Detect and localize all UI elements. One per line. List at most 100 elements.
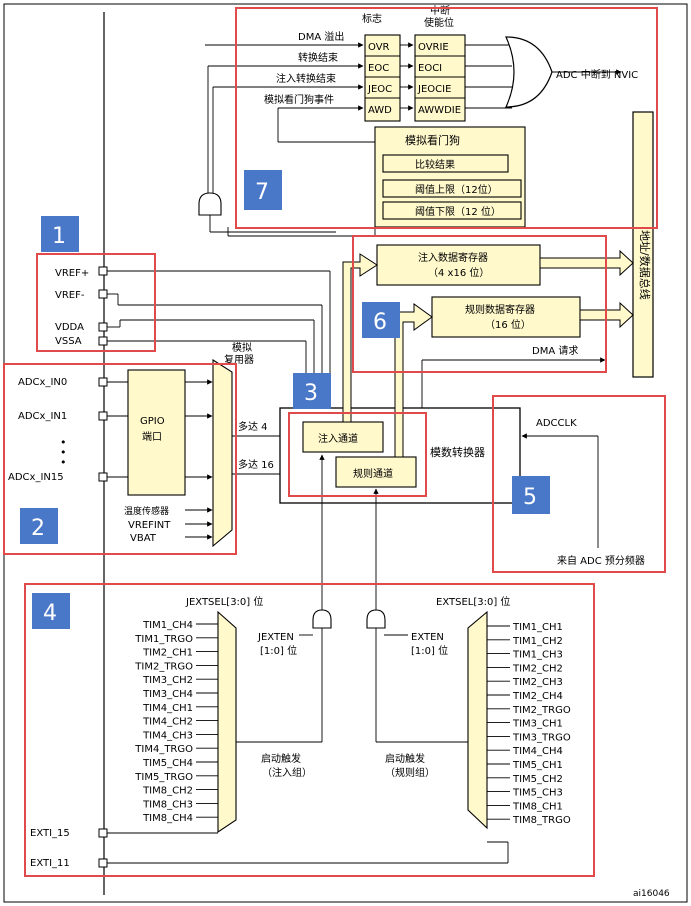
svg-text:•: • <box>60 446 67 459</box>
svg-text:[1:0] 位: [1:0] 位 <box>260 644 297 657</box>
mux-out-reg-label: 多达 16 <box>238 458 274 471</box>
reference-pin-section: VREF+ VREF- VDDA VSSA <box>55 266 331 410</box>
figure-id: ai16046 <box>633 889 670 899</box>
regular-source-6: TIM2_TRGO <box>512 705 571 716</box>
adc-converter-label: 模数转换器 <box>430 445 485 459</box>
dma-request-label: DMA 请求 <box>532 344 578 357</box>
injected-source-0: TIM1_CH4 <box>142 620 193 631</box>
injected-source-11: TIM5_TRGO <box>134 772 193 783</box>
pin-in1: ADCx_IN1 <box>18 411 67 422</box>
adc-prescaler-label: 来自 ADC 预分频器 <box>557 554 645 567</box>
gpio-port-box <box>127 369 186 496</box>
injected-source-10: TIM5_CH4 <box>142 758 193 769</box>
vrefint-label: VREFINT <box>128 520 171 531</box>
data-register-section: 注入数据寄存器 （4 x16 位） 规则数据寄存器 （16 位） DMA 请求 <box>342 244 634 458</box>
section-5-number: 5 <box>523 485 537 510</box>
svg-text:•: • <box>60 436 67 449</box>
mux-label-1: 模拟 <box>232 341 252 354</box>
injected-channel-box <box>302 421 384 453</box>
vbat-label: VBAT <box>130 533 157 544</box>
section-7-number: 7 <box>255 180 269 205</box>
int-enable-register <box>414 34 466 122</box>
section-2-box <box>3 363 237 555</box>
regular-source-11: TIM5_CH2 <box>512 774 563 785</box>
svg-text:（16 位）: （16 位） <box>485 318 531 331</box>
adcclk-label: ADCCLK <box>536 418 577 429</box>
clock-section: ADCCLK 来自 ADC 预分频器 <box>521 418 645 567</box>
pin-in0: ADCx_IN0 <box>18 377 67 388</box>
injected-source-1: TIM1_TRGO <box>134 634 193 645</box>
inj-trigger-label: 启动触发 <box>261 752 301 765</box>
awd-compare-result <box>382 154 509 173</box>
regular-data-register <box>431 296 581 338</box>
regular-trigger-list: TIM1_CH1TIM1_CH2TIM1_CH3TIM2_CH2TIM2_CH3… <box>487 622 571 826</box>
section-4-number: 4 <box>43 601 57 626</box>
interrupt-flag-section: 标志 中断 使能位 OVR EOC JEOC AWD OVRIE EOCI JE… <box>198 4 638 237</box>
injected-and-gate-icon <box>312 609 332 629</box>
awd-low-threshold <box>382 201 522 220</box>
awd-title: 模拟看门狗 <box>405 133 460 147</box>
regular-source-1: TIM1_CH2 <box>512 636 563 647</box>
regular-source-9: TIM4_CH4 <box>512 746 563 757</box>
section-2-number: 2 <box>31 516 45 541</box>
exten-label: EXTEN <box>411 632 444 643</box>
injected-source-4: TIM3_CH2 <box>142 675 193 686</box>
flag-jeoc: JEOC <box>367 84 392 95</box>
pin-in15: ADCx_IN15 <box>8 472 64 483</box>
svg-text:规则数据寄存器: 规则数据寄存器 <box>465 303 535 316</box>
injected-data-register <box>376 244 541 286</box>
svg-text:阈值上限（12位）: 阈值上限（12位） <box>415 183 498 196</box>
mux-label-2: 复用器 <box>224 353 254 366</box>
injected-source-3: TIM2_TRGO <box>134 661 193 672</box>
trigger-section: JEXTSEL[3:0] 位 EXTSEL[3:0] 位 TIM1_CH4TIM… <box>30 454 571 869</box>
ie-awdie: AWWDIE <box>418 105 461 116</box>
svg-text:（规则组）: （规则组） <box>385 766 435 779</box>
pin-vref-minus: VREF- <box>55 290 85 301</box>
section-7-box <box>235 7 658 229</box>
regular-source-4: TIM2_CH3 <box>512 677 563 688</box>
section-4-box <box>24 583 595 877</box>
svg-text:注入数据寄存器: 注入数据寄存器 <box>418 251 488 264</box>
ie-ovrie: OVRIE <box>418 42 449 53</box>
regular-source-13: TIM8_CH1 <box>512 801 563 812</box>
extsel-label: EXTSEL[3:0] 位 <box>436 595 510 608</box>
svg-text:规则通道: 规则通道 <box>353 467 393 480</box>
injected-source-12: TIM8_CH2 <box>142 786 193 797</box>
regular-source-0: TIM1_CH1 <box>512 622 563 633</box>
injected-source-8: TIM4_CH3 <box>142 730 193 741</box>
flag-header: 标志 <box>362 12 382 25</box>
jexten-label: JEXTEN <box>257 632 294 643</box>
svg-text:阈值下限（12 位）: 阈值下限（12 位） <box>415 205 501 218</box>
address-data-bus <box>632 111 654 378</box>
flag-eoc: EOC <box>368 63 389 74</box>
injected-source-13: TIM8_CH3 <box>142 799 193 810</box>
flag-register <box>364 34 401 122</box>
section-6-number: 6 <box>373 310 387 335</box>
svg-text:[1:0] 位: [1:0] 位 <box>411 644 448 657</box>
injected-trigger-list: TIM1_CH4TIM1_TRGOTIM2_CH1TIM2_TRGOTIM3_C… <box>134 620 218 824</box>
injected-source-14: TIM8_CH4 <box>142 813 193 824</box>
injected-data-arrow <box>342 253 378 423</box>
pin-vdda: VDDA <box>55 322 84 333</box>
regular-and-gate-icon <box>366 609 386 629</box>
gpio-label: GPIO <box>140 416 165 427</box>
regular-source-7: TIM3_CH1 <box>512 719 563 730</box>
injected-source-6: TIM4_CH1 <box>142 703 193 714</box>
svg-text:注入通道: 注入通道 <box>318 432 358 445</box>
regular-source-2: TIM1_CH3 <box>512 650 563 661</box>
section-6-box <box>352 235 607 373</box>
awd-high-threshold <box>382 179 522 198</box>
pin-vref-plus: VREF+ <box>55 268 89 279</box>
analog-mux-icon <box>212 359 233 548</box>
sig-dma-overflow: DMA 溢出 <box>298 30 344 43</box>
section-1-number: 1 <box>52 224 66 249</box>
input-channel-section: ADCx_IN0 ADCx_IN1 • • • ADCx_IN15 GPIO 端… <box>8 341 335 548</box>
or-gate-icon <box>505 36 553 108</box>
regular-source-12: TIM5_CH3 <box>512 788 563 799</box>
regular-source-8: TIM3_TRGO <box>512 732 571 743</box>
sig-inj-conv-end: 注入转换结束 <box>276 72 336 85</box>
flag-ovr: OVR <box>368 42 390 53</box>
ie-eoci: EOCI <box>418 63 442 74</box>
